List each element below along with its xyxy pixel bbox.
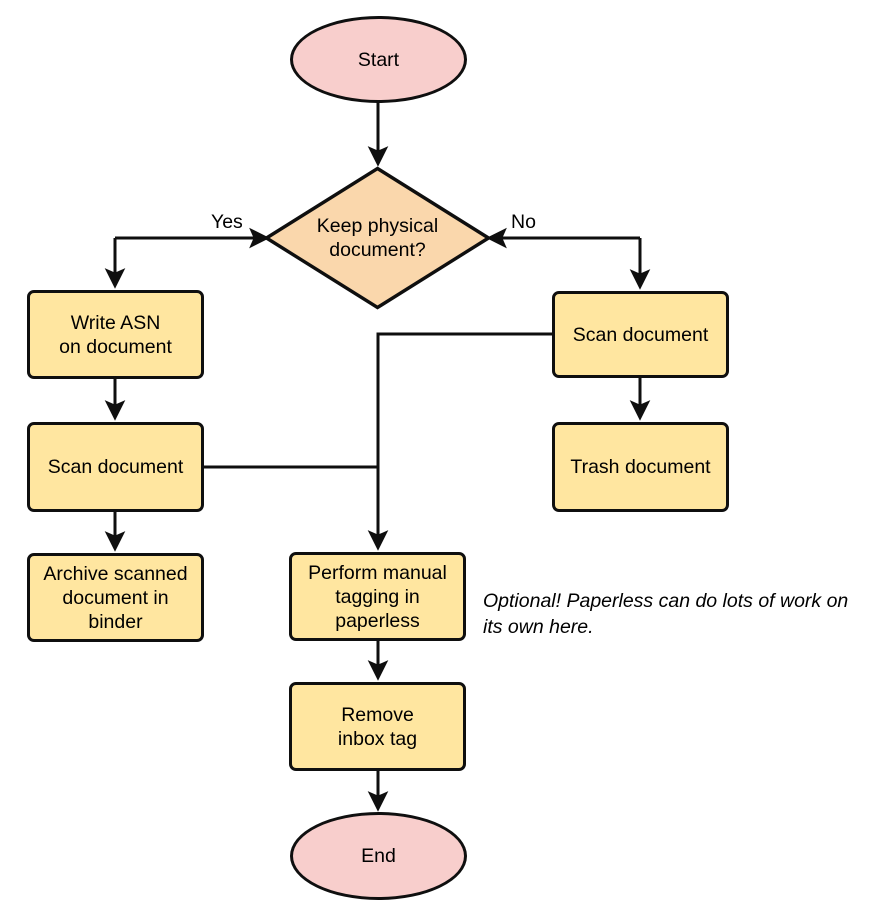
node-archive-scanned-document[interactable]: Archive scanned document in binder	[27, 553, 204, 642]
node-remove-inbox-tag[interactable]: Remove inbox tag	[289, 682, 466, 771]
node-scan-document-left[interactable]: Scan document	[27, 422, 204, 512]
node-end-label: End	[361, 845, 396, 867]
node-perform-manual-tagging[interactable]: Perform manual tagging in paperless	[289, 552, 466, 641]
node-keep-physical-document-label: Keep physical document?	[316, 215, 439, 261]
node-trash-document-label: Trash document	[570, 456, 711, 478]
edge-label-yes: Yes	[208, 211, 246, 233]
node-start-label: Start	[357, 48, 400, 71]
node-scan-document-right[interactable]: Scan document	[552, 291, 729, 378]
diamond-shape	[264, 166, 491, 310]
node-remove-inbox-tag-label: Remove inbox tag	[337, 703, 418, 750]
annotation-optional-note: Optional! Paperless can do lots of work …	[483, 590, 849, 638]
node-scan-document-left-label: Scan document	[47, 456, 184, 478]
edge-label-no: No	[508, 211, 539, 233]
node-end[interactable]: End	[290, 812, 467, 900]
node-start[interactable]: Start	[290, 16, 467, 103]
edge-scan-right-to-tagging	[367, 332, 552, 551]
node-archive-scanned-document-label: Archive scanned document in binder	[43, 562, 188, 633]
node-keep-physical-document[interactable]: Keep physical document?	[264, 166, 491, 310]
node-perform-manual-tagging-label: Perform manual tagging in paperless	[308, 561, 447, 632]
node-scan-document-right-label: Scan document	[572, 323, 709, 346]
node-write-asn-on-document[interactable]: Write ASN on document	[27, 290, 204, 379]
node-write-asn-on-document-label: Write ASN on document	[59, 311, 172, 358]
node-trash-document[interactable]: Trash document	[552, 422, 729, 512]
